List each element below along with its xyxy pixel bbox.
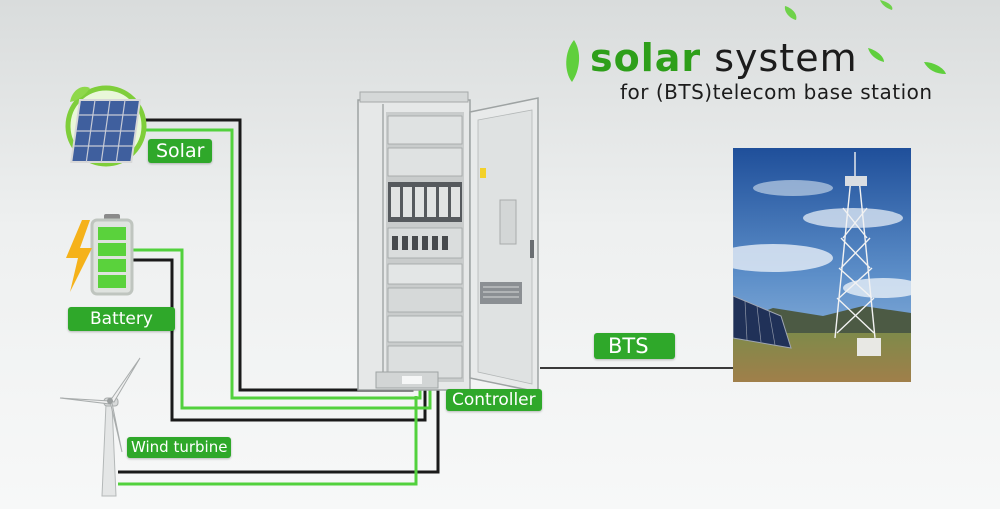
title-rest: system: [701, 36, 858, 80]
leaf-icon: [924, 62, 946, 74]
battery-label: Battery: [68, 307, 175, 331]
solar-wire-green: [142, 128, 422, 400]
wind-wire-dark: [118, 390, 440, 474]
leaf-icon: [784, 6, 797, 20]
page-subtitle: for (BTS)telecom base station: [620, 80, 933, 104]
lightning-icon: [66, 220, 92, 292]
wind-wire-green: [118, 396, 418, 486]
page-title: solar system: [590, 36, 858, 80]
wind-turbine-label: Wind turbine: [127, 437, 232, 458]
bts-label: BTS: [594, 333, 675, 359]
bts-tower-photo: [733, 148, 911, 382]
battery-wire-green: [130, 248, 432, 410]
leaf-icon: [880, 0, 893, 10]
title-highlight: solar: [590, 36, 702, 80]
leaf-icon: [566, 40, 580, 82]
leaf-icon: [868, 48, 884, 62]
solar-label: Solar: [148, 139, 213, 163]
controller-label: Controller: [446, 389, 542, 411]
